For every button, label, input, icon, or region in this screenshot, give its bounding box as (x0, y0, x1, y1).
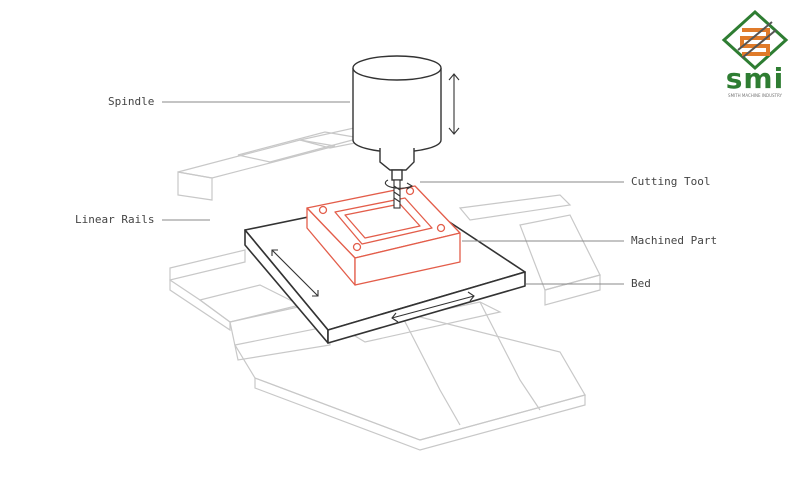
spindle-z-arrow (448, 73, 460, 135)
rail-right-1 (458, 194, 572, 221)
logo-rail-a (737, 21, 773, 51)
z-arrow-top (448, 73, 460, 81)
label-machined-part: Machined Part (631, 234, 718, 247)
part-hole-3 (436, 223, 446, 233)
part-hole-1 (318, 205, 328, 215)
logo-rail-b (741, 29, 777, 59)
logo-wordmark: smi (725, 62, 785, 95)
rail-left-1 (169, 249, 246, 281)
spindle-collet (379, 148, 415, 171)
machined-part (306, 185, 461, 286)
tool-flute-3 (393, 197, 401, 203)
spindle-top (352, 55, 442, 81)
arrow-x-head-b (467, 291, 475, 302)
bed-arrows (271, 249, 475, 323)
tool-flute-2 (393, 191, 401, 197)
rail-front-5 (254, 377, 586, 451)
part-right (354, 232, 461, 286)
spindle (352, 55, 442, 181)
leader-lines (162, 101, 624, 285)
tool-rotation-arrow (384, 179, 413, 189)
z-arrow-bottom (448, 127, 460, 135)
tool-rotation-head (406, 182, 414, 190)
rail-left-4 (229, 299, 331, 361)
label-spindle: Spindle (108, 95, 155, 108)
cutting-tool (384, 179, 414, 209)
arrow-y (271, 249, 319, 297)
bed-front-right (327, 271, 526, 344)
rail-back-2 (237, 131, 361, 163)
logo-tagline: SMITH MACHINE INDUSTRY (728, 93, 782, 98)
logo-icon (721, 9, 789, 71)
rail-front-3 (399, 311, 461, 426)
arrow-x-head-a (391, 312, 399, 323)
rail-right-3 (544, 274, 601, 306)
rail-front-4 (479, 301, 541, 411)
part-hole-4 (352, 242, 362, 252)
label-bed: Bed (631, 277, 651, 290)
rail-left-3 (169, 278, 231, 332)
part-pocket-inner (344, 203, 421, 239)
label-linear-rails: Linear Rails (75, 213, 155, 226)
arrow-y-head-b (312, 290, 319, 297)
label-cutting-tool: Cutting Tool (631, 175, 711, 188)
logo-s-shape (740, 28, 770, 56)
spindle-chuck (391, 169, 403, 181)
arrow-y-head-a (271, 249, 278, 256)
arrow-x (391, 295, 475, 319)
rail-back-3 (177, 171, 213, 201)
